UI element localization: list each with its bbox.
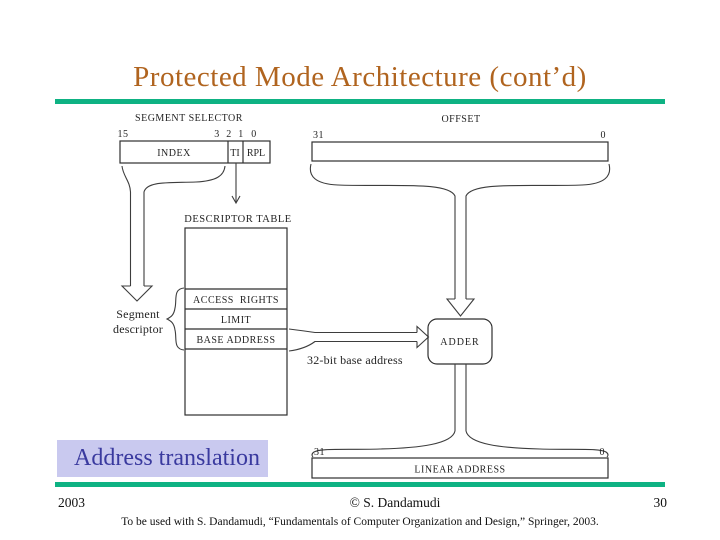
segment-selector-label: SEGMENT SELECTOR [135,113,243,124]
access-rights-row-label: ACCESS RIGHTS [193,295,279,306]
adder-label: ADDER [440,337,479,348]
segment-selector-bit-2: 2 [226,129,232,140]
footer-year: 2003 [58,495,85,510]
segment-selector-bit-1: 1 [238,129,244,140]
index-funnel-left-curve [121,165,132,286]
rpl-field-label: RPL [247,148,265,159]
linear-address-bit-0: 0 [600,447,606,458]
segment-selector-bit-3: 3 [214,129,220,140]
linear-address-box [311,457,609,479]
descriptor-table-label: DESCRIPTOR TABLE [184,214,291,225]
linear-address-label: LINEAR ADDRESS [414,465,505,476]
footer-copyright: © S. Dandamudi [349,495,441,510]
offset-bit-31: 31 [313,130,324,141]
base-address-arrow-label: 32-bit base address [307,353,403,367]
segment-selector-bit-0: 0 [251,129,257,140]
segment-selector-bit-15: 15 [118,129,129,140]
offset-register-box [311,141,609,162]
limit-row-label: LIMIT [221,315,251,326]
offset-bit-0: 0 [601,130,607,141]
linear-address-bit-31: 31 [314,447,325,458]
base-address-arrow-bottom-line [288,340,417,352]
index-funnel-right-curve [143,165,226,286]
offset-funnel-right-curve [465,163,611,299]
title-underline-bar [55,99,665,104]
linear-fanout-left-curve [311,430,456,458]
ti-field-label: TI [230,148,239,159]
offset-funnel-left-curve [309,163,456,299]
index-field-label: INDEX [157,148,191,159]
linear-fanout-right-curve [465,430,609,458]
base-address-arrow-top-line [288,328,417,334]
descriptor-table-box [184,227,288,416]
segment-descriptor-label-line1: Segment [116,307,160,321]
page-title: Protected Mode Architecture (cont’d) [133,61,587,93]
footer-page-number: 30 [653,495,668,510]
segment-selector-register-box [119,140,271,164]
adder-left-arrowhead [416,325,430,349]
segment-descriptor-arrowhead [120,285,154,302]
footer-citation: To be used with S. Dandamudi, “Fundament… [121,516,599,528]
base-address-row-label: BASE ADDRESS [196,335,275,346]
ti-to-table-arrowhead [231,195,241,205]
footer-divider-bar [55,482,665,487]
adder-top-arrowhead [445,298,476,317]
offset-label: OFFSET [441,114,480,125]
address-translation-callout: Address translation [57,440,268,477]
segment-descriptor-brace [165,287,185,351]
adder-box [427,318,493,365]
segment-descriptor-label-line2: descriptor [113,322,163,336]
